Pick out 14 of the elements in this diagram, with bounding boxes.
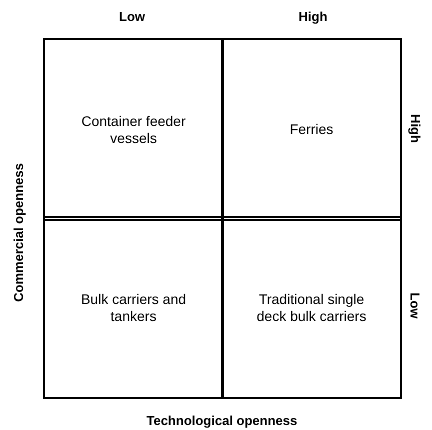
axis-label: High — [407, 114, 422, 142]
axis-label: Low — [408, 292, 422, 318]
quadrant-label: Ferries — [290, 121, 334, 138]
quadrant-box — [221, 38, 402, 221]
axis-label: Low — [119, 8, 145, 24]
quadrant-label: Bulk carriers and tankers — [80, 291, 188, 324]
axis-label: Commercial openness — [10, 162, 26, 302]
axis-label: High — [298, 8, 328, 24]
quadrant-box — [43, 38, 224, 221]
quadrant-box — [43, 216, 224, 399]
quadrant-label: Container feeder vessels — [80, 113, 187, 146]
quadrant-box — [221, 216, 402, 399]
quadrant-label: Traditional single deck bulk carriers — [256, 291, 366, 324]
axis-label: Technological openness — [146, 412, 298, 428]
